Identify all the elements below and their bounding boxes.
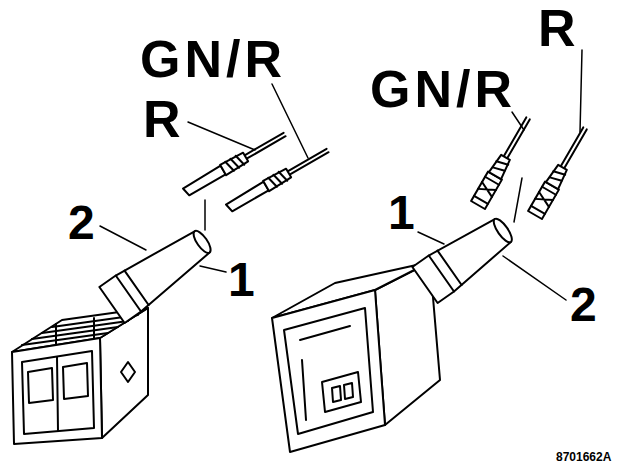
callout-number: 2 bbox=[68, 199, 95, 247]
terminal-gnr bbox=[225, 145, 331, 213]
boot-end bbox=[491, 216, 515, 245]
leader-line bbox=[503, 256, 566, 300]
boot-body bbox=[99, 224, 214, 323]
leader-line bbox=[514, 178, 522, 222]
leader-line bbox=[200, 266, 226, 272]
callout-number: 1 bbox=[228, 256, 255, 304]
housing-divider bbox=[57, 357, 58, 431]
leader-line bbox=[418, 232, 444, 244]
terminal-gnr bbox=[471, 114, 535, 209]
housing-module bbox=[322, 372, 361, 412]
left-boot bbox=[99, 221, 218, 323]
left-housing bbox=[12, 308, 148, 444]
wire-color-label: GN/R bbox=[370, 63, 516, 115]
boot-band bbox=[429, 250, 462, 292]
terminal-r bbox=[528, 124, 592, 219]
housing-opening bbox=[284, 308, 373, 434]
leader-line bbox=[272, 84, 308, 158]
callout-number: 2 bbox=[570, 281, 597, 329]
wire-color-label: R bbox=[143, 93, 181, 145]
housing-slot bbox=[28, 368, 53, 403]
leader-line bbox=[188, 122, 255, 150]
leader-line bbox=[100, 226, 146, 250]
leader-line bbox=[204, 200, 206, 230]
housing-front bbox=[272, 290, 385, 452]
right-housing bbox=[272, 262, 440, 452]
housing-hole bbox=[121, 362, 135, 382]
drawing-number: 8701662A bbox=[556, 451, 611, 463]
callout-number: 1 bbox=[388, 189, 415, 237]
boot-end bbox=[191, 228, 214, 255]
housing-pins bbox=[332, 383, 353, 402]
wire-color-label: GN/R bbox=[140, 33, 286, 85]
leader-line bbox=[580, 50, 582, 132]
housing-front bbox=[12, 338, 102, 444]
wire-color-label: R bbox=[538, 2, 576, 54]
housing-opening bbox=[22, 351, 94, 434]
leader-lines bbox=[100, 50, 582, 300]
boot-body bbox=[412, 212, 515, 303]
boot-band bbox=[116, 270, 149, 312]
housing-slot bbox=[63, 363, 88, 399]
